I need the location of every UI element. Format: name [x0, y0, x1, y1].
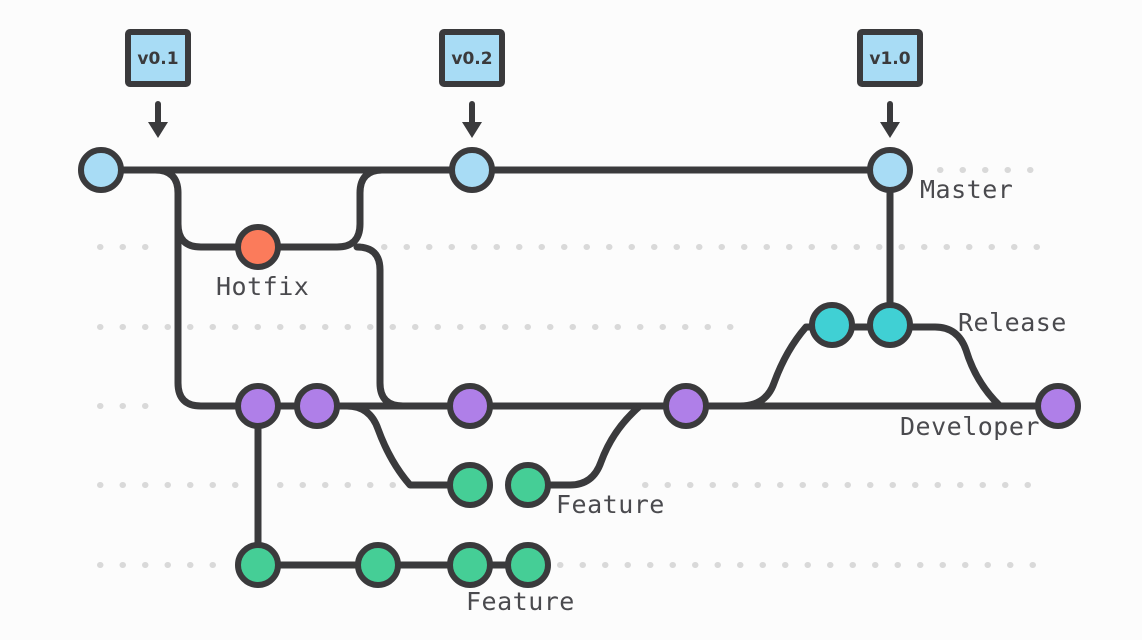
- tag-arrow-head-v0.2: [462, 122, 482, 138]
- version-tag-box-v1.0: [857, 29, 923, 87]
- branch-connection-lines: [97, 166, 1062, 569]
- version-tag-label: v1.0: [869, 49, 910, 69]
- commit-node-group: [78, 147, 1081, 588]
- version-tag-label: v0.1: [137, 49, 178, 69]
- commit-node-feature-2[interactable]: [355, 542, 401, 588]
- tag-arrow-head-v0.1: [148, 122, 168, 138]
- branch-label-feature-1: Feature: [556, 490, 665, 519]
- branch-label-release: Release: [958, 308, 1067, 337]
- branch-label-developer: Developer: [900, 412, 1040, 441]
- commit-node-release[interactable]: [867, 302, 913, 348]
- version-tag-box-v0.2: [439, 29, 505, 87]
- commit-node-developer[interactable]: [1035, 383, 1081, 429]
- commit-node-developer[interactable]: [294, 383, 340, 429]
- branch-path-feature1-merge: [524, 402, 690, 489]
- branch-path-master-to-dev: [174, 189, 262, 410]
- commit-node-hotfix[interactable]: [235, 224, 281, 270]
- branch-label-feature-2: Feature: [466, 587, 575, 616]
- branch-path-hotfix-merge: [254, 166, 387, 251]
- commit-node-master[interactable]: [78, 147, 124, 193]
- commit-node-feature-1[interactable]: [505, 462, 551, 508]
- commit-node-developer[interactable]: [447, 383, 493, 429]
- tag-arrow-head-v1.0: [880, 122, 900, 138]
- branch-label-hotfix: Hotfix: [216, 272, 309, 301]
- version-tag-group: v0.1 v0.2 v1.0: [125, 29, 923, 138]
- branch-label-master: Master: [920, 175, 1013, 204]
- commit-node-feature-2[interactable]: [235, 542, 281, 588]
- commit-node-feature-2[interactable]: [505, 542, 551, 588]
- guide-dotted-lines: [97, 167, 1051, 568]
- version-tag-label: v0.2: [451, 49, 492, 69]
- branch-path-feature1-branch: [313, 402, 474, 489]
- version-tag-box-v0.1: [125, 29, 191, 87]
- commit-node-release[interactable]: [809, 302, 855, 348]
- commit-node-developer[interactable]: [235, 383, 281, 429]
- branch-label-group: MasterHotfixReleaseDeveloperFeatureFeatu…: [216, 175, 1067, 616]
- commit-node-feature-1[interactable]: [447, 462, 493, 508]
- commit-node-master[interactable]: [449, 147, 495, 193]
- commit-node-developer[interactable]: [663, 383, 709, 429]
- commit-node-master[interactable]: [867, 147, 913, 193]
- branch-path-release-to-dev: [886, 323, 1039, 410]
- commit-node-feature-2[interactable]: [447, 542, 493, 588]
